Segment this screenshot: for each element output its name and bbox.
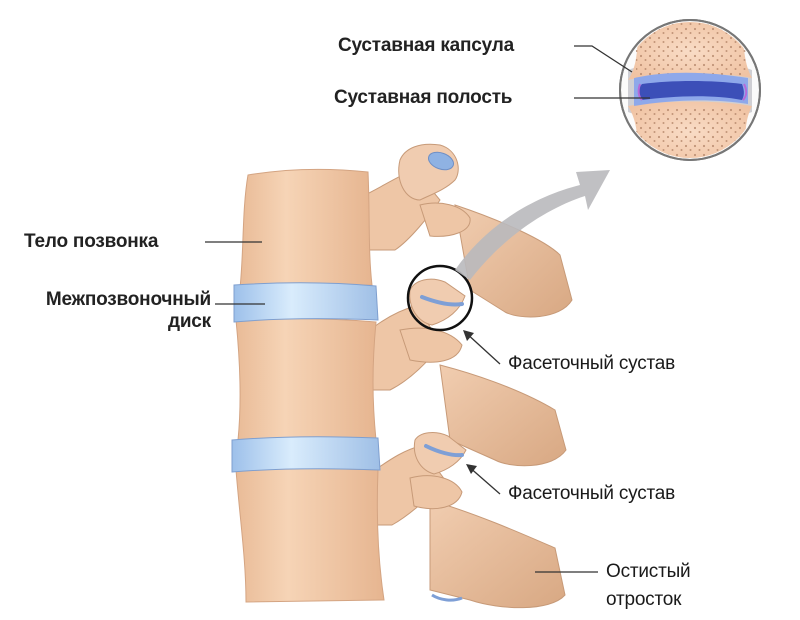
label-disc-line1: Межпозвоночный [45, 289, 211, 310]
label-joint-cavity: Суставная полость [334, 87, 513, 108]
magnifier-circle [406, 264, 474, 332]
label-facet-joint-1: Фасеточный сустав [508, 353, 676, 374]
intervertebral-discs [231, 282, 381, 473]
leader-capsule [574, 45, 633, 73]
facet-joints [398, 143, 471, 602]
label-spinous-line2: отросток [606, 589, 682, 610]
label-disc-line2: диск [167, 311, 211, 332]
label-spinous-line1: Остистый [606, 561, 691, 582]
vertebral-bodies [235, 168, 385, 603]
arrowheads [463, 330, 477, 474]
label-spinous-process: Остистый отросток [606, 561, 691, 611]
label-intervertebral-disc: Межпозвоночный диск [14, 289, 211, 333]
inset-magnified-joint [619, 19, 761, 161]
label-vertebral-body: Тело позвонка [24, 231, 159, 252]
posterior-processes [429, 204, 573, 609]
label-facet-joint-2: Фасеточный сустав [508, 483, 676, 504]
label-joint-capsule: Суставная капсула [338, 35, 515, 56]
zoom-arrow [455, 170, 610, 280]
leader-facet-1 [464, 331, 501, 365]
